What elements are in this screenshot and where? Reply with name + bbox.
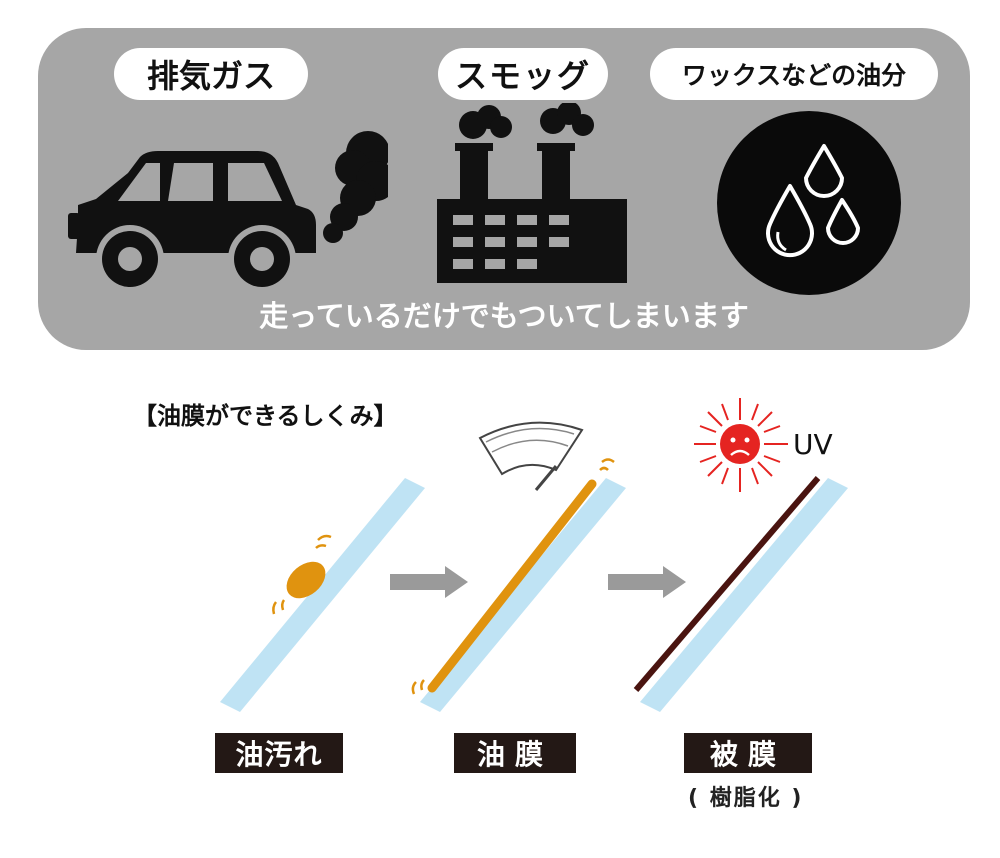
uv-label: UV — [793, 428, 833, 461]
wax-oil-label: ワックスなどの油分 — [650, 48, 938, 100]
stage-hardened-film — [633, 398, 848, 712]
arrow-2 — [608, 566, 686, 598]
oil-film-layer — [427, 479, 597, 693]
wiper-icon — [478, 421, 584, 476]
mechanism-title: 【油膜ができるしくみ】 — [133, 402, 398, 430]
factory-smog-icon — [437, 103, 627, 283]
smog-label: スモッグ — [438, 48, 608, 100]
glass-pane-3 — [640, 478, 848, 712]
tagline: 走っているだけでもついてしまいます — [259, 299, 749, 333]
stage-oil-film — [411, 421, 626, 712]
arrow-1 — [390, 566, 468, 598]
stage-sublabel-resinification: ( 樹脂化 ) — [688, 786, 804, 811]
stage-label-coating: 被膜 — [684, 733, 812, 773]
stage-label-oil-film: 油膜 — [454, 733, 576, 773]
oil-blob — [286, 561, 326, 599]
car-exhaust-icon — [68, 131, 388, 293]
oil-drops-icon — [717, 111, 901, 295]
sad-sun-icon — [694, 398, 788, 492]
stage-label-oil-stain: 油汚れ — [215, 733, 343, 773]
wiggle-marks-1 — [272, 534, 332, 615]
pollution-sources-panel: 排気ガス スモッグ ワックスなどの油分 — [38, 28, 970, 350]
glass-pane-1 — [220, 478, 425, 712]
exhaust-gas-label: 排気ガス — [114, 48, 308, 100]
stage-oil-stain — [220, 478, 425, 712]
wiggle-marks-2 — [411, 458, 615, 695]
glass-pane-2 — [420, 478, 626, 712]
hardened-film-layer — [633, 476, 821, 692]
